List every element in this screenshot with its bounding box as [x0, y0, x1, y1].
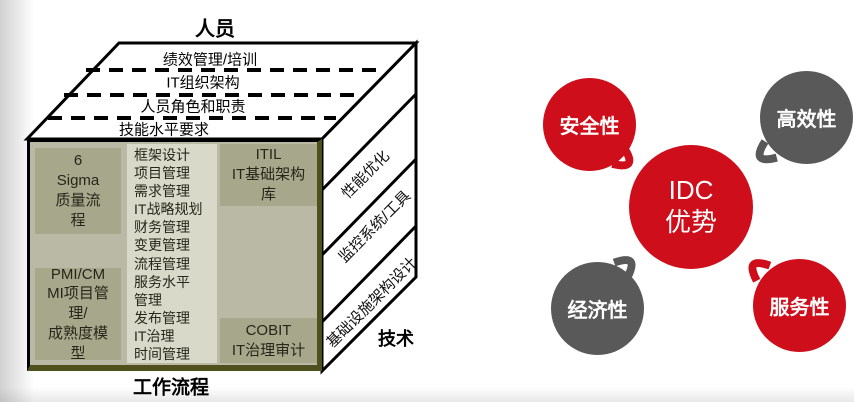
process-item: 项目管理	[134, 165, 190, 182]
process-item: 框架设计	[134, 147, 190, 163]
right-face-divider	[320, 157, 418, 257]
box-line: ITIL	[255, 146, 282, 164]
satellite-economy: 经济性	[551, 262, 644, 355]
box-line: IT基础架构	[231, 166, 306, 184]
itil-box: ITIL IT基础架构 库	[220, 144, 317, 206]
process-item: 流程管理	[134, 255, 190, 272]
satellite-service: 服务性	[753, 259, 846, 352]
process-item: IT战略规划	[134, 201, 203, 218]
box-line: 型	[70, 344, 86, 362]
box-line: IT治理审计	[231, 341, 306, 359]
arrow-service-to-hub	[748, 259, 772, 283]
top-face-row: 人员角色和职责	[140, 98, 246, 116]
process-list-box: 框架设计 项目管理 需求管理 IT战略规划 财务管理 变更管理 流程管理 服务水…	[127, 144, 217, 363]
box-line: 库	[260, 185, 276, 203]
box-line: 6	[73, 152, 83, 170]
box-line: 理/	[68, 305, 88, 323]
cobit-box: COBIT IT治理审计	[220, 318, 317, 363]
cube-top-label: 人员	[195, 18, 235, 41]
cube-right-label: 技术	[378, 329, 414, 349]
idc-hub-circle: IDC 优势	[629, 145, 753, 269]
process-item: 管理	[134, 291, 162, 308]
box-line: 成熟度模	[47, 324, 108, 342]
idc-hub-line1: IDC	[668, 175, 714, 206]
box-line: MI项目管	[47, 285, 109, 303]
six-sigma-box: 6 Sigma 质量流 程	[35, 148, 121, 234]
top-face-row: 绩效管理/培训	[162, 51, 258, 69]
satellite-efficiency: 高效性	[760, 71, 853, 164]
idc-hub-text: IDC 优势	[665, 175, 717, 238]
cube-front-face: 6 Sigma 质量流 程 PMI/CM MI项目管 理/ 成熟度模 型 框架设…	[27, 139, 322, 371]
box-line: COBIT	[245, 321, 292, 339]
process-item: IT治理	[134, 327, 175, 344]
process-item: 服务水平	[134, 273, 190, 290]
right-face-divider	[320, 92, 418, 192]
box-line: PMI/CM	[50, 265, 106, 283]
top-face-row: IT组织架构	[166, 74, 240, 92]
arrow-efficiency-to-hub	[755, 139, 778, 164]
process-item: 时间管理	[134, 346, 190, 363]
top-face-row: 技能水平要求	[118, 121, 210, 139]
box-line: Sigma	[56, 172, 100, 190]
box-line: 质量流	[55, 192, 101, 209]
satellite-security: 安全性	[543, 78, 636, 171]
cube-bottom-label: 工作流程	[132, 377, 210, 399]
process-item: 财务管理	[134, 219, 190, 236]
pmi-cmmi-box: PMI/CM MI项目管 理/ 成熟度模 型	[35, 265, 121, 362]
idc-hub-line2: 优势	[664, 207, 717, 237]
box-line: 程	[70, 211, 86, 229]
process-item: 变更管理	[134, 237, 190, 254]
right-face-divider	[320, 224, 418, 324]
process-item: 需求管理	[134, 183, 190, 200]
process-item: 发布管理	[134, 309, 190, 326]
